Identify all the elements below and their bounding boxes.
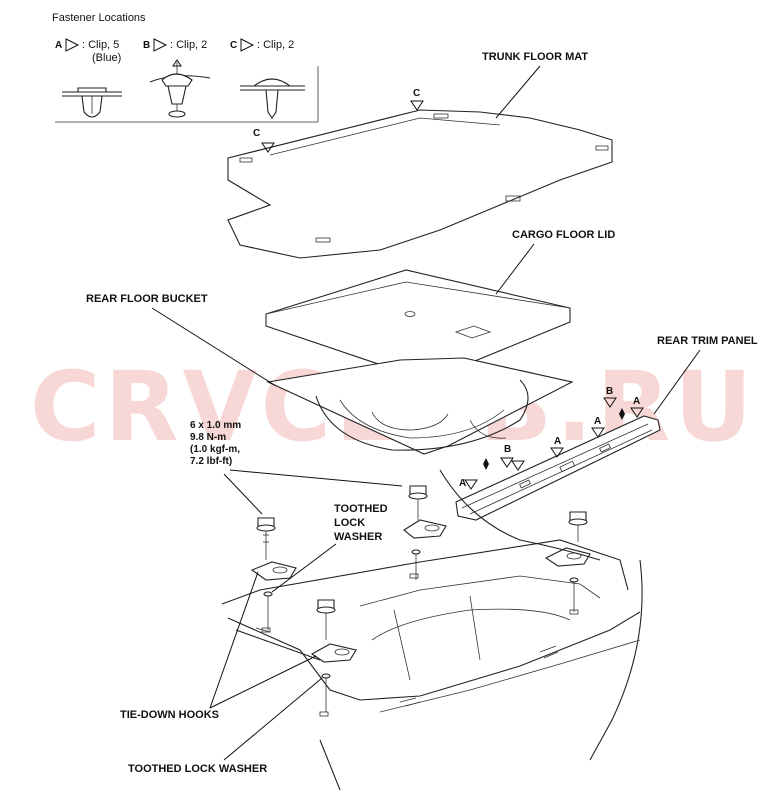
leader-torque-2: [223, 473, 263, 515]
callout-a-2: A: [550, 436, 564, 458]
torque-line-1: 6 x 1.0 mm: [190, 420, 241, 431]
leader-trunk-floor-mat: [495, 65, 541, 119]
callout-b-1b-triangle-icon: [500, 457, 514, 468]
callout-c-1: C: [253, 128, 275, 153]
trunk-body-floor: [221, 469, 643, 791]
legend-c-letter: C: [230, 40, 237, 51]
callout-a-1-triangle-icon: [464, 479, 478, 490]
washer-front: [321, 673, 331, 679]
washer-center: [411, 549, 421, 555]
callout-a-2-triangle-icon: [550, 447, 564, 458]
callout-b-2-triangle-icon: [603, 397, 617, 408]
callout-c-2: C: [410, 88, 424, 111]
trunk-floor-mat: [227, 109, 613, 259]
callout-b-2-letter: B: [606, 386, 613, 397]
torque-line-4: 7.2 lbf-ft): [190, 456, 232, 467]
callout-a-4-triangle-icon: [630, 407, 644, 418]
legend-a-desc: : Clip, 5: [82, 39, 119, 51]
callout-a-3: A: [591, 416, 605, 438]
label-toothed-lock-washer-upper: TOOTHED LOCK WASHER: [334, 503, 388, 543]
washer-left: [263, 591, 273, 597]
clip-c-icon: [240, 78, 305, 119]
label-tie-down-hooks: TIE-DOWN HOOKS: [120, 709, 219, 721]
cargo-floor-lid: [265, 269, 571, 373]
bolt-center: [408, 485, 428, 520]
tie-down-hook-front: [310, 643, 357, 663]
leader-tie-down-hooks-1: [209, 571, 259, 709]
leader-tie-down-hooks-2: [209, 655, 317, 709]
leader-cargo-floor-lid: [495, 243, 535, 295]
tlw-upper-line-3: WASHER: [334, 531, 382, 543]
callout-a-2-letter: A: [554, 436, 561, 447]
label-toothed-lock-washer-lower: TOOTHED LOCK WASHER: [128, 763, 267, 775]
rear-trim-panel: [455, 415, 661, 521]
callout-c-1-letter: C: [253, 128, 260, 139]
callout-c-2-triangle-icon: [410, 100, 424, 111]
torque-spec: 6 x 1.0 mm 9.8 N-m (1.0 kgf-m, 7.2 lbf-f…: [190, 420, 403, 515]
bolt-right: [568, 511, 588, 542]
callout-a-1: A: [459, 458, 489, 490]
callout-c-2-letter: C: [413, 88, 420, 99]
legend-b-triangle-icon: [153, 38, 168, 52]
leader-rear-floor-bucket: [151, 307, 277, 387]
callout-b-2: B: [603, 386, 625, 420]
leader-toothed-lock-washer-upper: [271, 543, 337, 593]
legend-title: Fastener Locations: [52, 12, 146, 24]
bolt-front: [316, 599, 336, 640]
callout-a-3-triangle-icon: [591, 427, 605, 438]
tlw-upper-line-1: TOOTHED: [334, 503, 388, 515]
label-cargo-floor-lid: CARGO FLOOR LID: [512, 229, 615, 241]
leader-toothed-lock-washer-lower: [223, 677, 323, 761]
arrow-up-icon-2: [619, 408, 625, 420]
torque-line-3: (1.0 kgf-m,: [190, 444, 240, 455]
callout-a-1-letter: A: [459, 478, 466, 489]
torque-line-2: 9.8 N-m: [190, 432, 226, 443]
rear-floor-bucket: [266, 357, 574, 455]
callout-a-4-letter: A: [633, 396, 640, 407]
legend-b-desc: : Clip, 2: [170, 39, 207, 51]
legend-a-note: (Blue): [92, 52, 121, 64]
legend-c-triangle-icon: [240, 38, 255, 52]
washer-right: [569, 577, 579, 583]
legend-a-letter: A: [55, 40, 62, 51]
callout-b-1: B: [500, 444, 525, 471]
arrow-up-icon: [483, 458, 489, 470]
callout-a-3-letter: A: [594, 416, 601, 427]
callout-b-1-triangle-icon: [511, 460, 525, 471]
bolt-left: [256, 517, 276, 560]
legend-a-triangle-icon: [65, 38, 80, 52]
clip-b-icon: [149, 59, 211, 118]
label-rear-trim-panel: REAR TRIM PANEL: [657, 335, 758, 347]
clip-a-icon: [62, 87, 122, 118]
callout-b-1-letter: B: [504, 444, 511, 455]
tie-down-hook-left: [250, 561, 297, 581]
callout-c-1-triangle-icon: [261, 142, 275, 153]
label-rear-floor-bucket: REAR FLOOR BUCKET: [86, 293, 208, 305]
callout-a-4: A: [630, 396, 644, 418]
legend-c-desc: : Clip, 2: [257, 39, 294, 51]
fastener-legend: Fastener Locations A : Clip, 5 (Blue) B …: [52, 12, 319, 123]
leader-torque-1: [229, 469, 403, 487]
tlw-upper-line-2: LOCK: [334, 517, 365, 529]
label-trunk-floor-mat: TRUNK FLOOR MAT: [482, 51, 588, 63]
tie-down-hook-center: [403, 519, 447, 539]
legend-b-letter: B: [143, 40, 150, 51]
leader-rear-trim-panel: [653, 349, 701, 415]
